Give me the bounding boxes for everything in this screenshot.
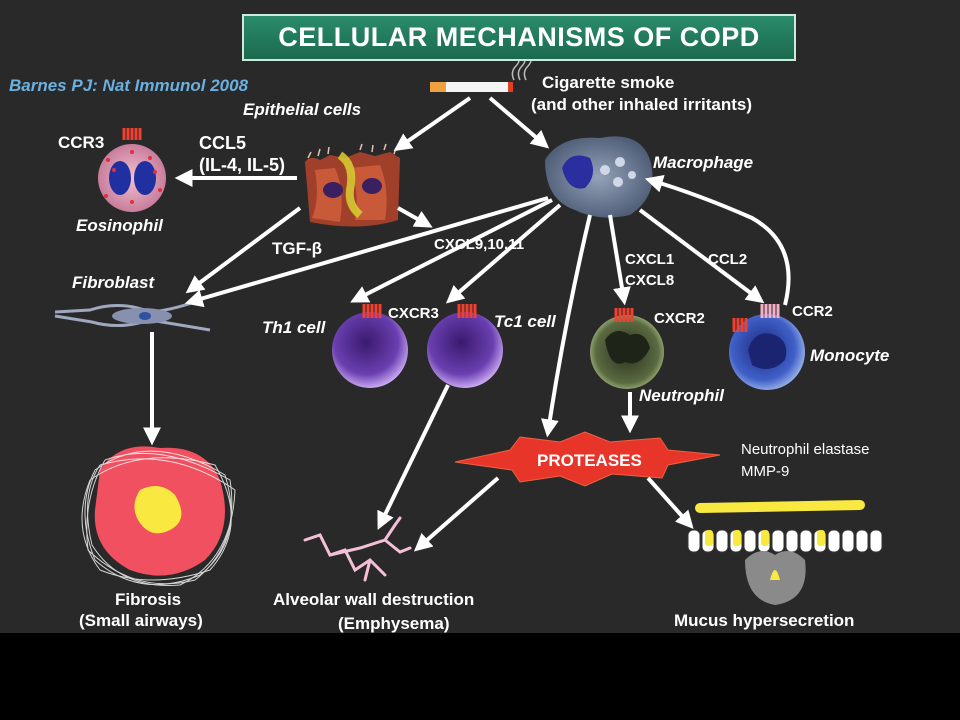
label-ccr2: CCR2 bbox=[792, 303, 833, 320]
alveolar-wall-icon bbox=[303, 516, 412, 582]
th1-cell-icon bbox=[332, 304, 408, 388]
label-mmp9: MMP-9 bbox=[741, 463, 790, 480]
label-ccr3: CCR3 bbox=[58, 133, 105, 152]
slide: CELLULAR MECHANISMS OF COPD Barnes PJ: N… bbox=[0, 0, 960, 633]
label-th1: Th1 cell bbox=[262, 318, 326, 337]
epithelial-cells-icon bbox=[305, 143, 400, 227]
label-ccl5: CCL5 bbox=[199, 133, 247, 153]
label-cxcl9: CXCL9,10,11 bbox=[434, 236, 525, 253]
fibrosis-icon bbox=[81, 446, 236, 586]
label-mucus: Mucus hypersecretion bbox=[674, 611, 855, 630]
label-epithelial: Epithelial cells bbox=[243, 100, 362, 119]
title-banner: CELLULAR MECHANISMS OF COPD bbox=[242, 14, 796, 61]
macrophage-icon bbox=[545, 136, 653, 218]
label-il: (IL-4, IL-5) bbox=[199, 155, 285, 175]
label-smoke-line1: Cigarette smoke bbox=[542, 73, 675, 92]
label-macrophage: Macrophage bbox=[653, 153, 754, 172]
label-smoke-line2: (and other inhaled irritants) bbox=[531, 95, 753, 114]
tc1-cell-icon bbox=[427, 304, 503, 388]
label-eosinophil: Eosinophil bbox=[76, 216, 163, 235]
label-cxcr3: CXCR3 bbox=[388, 305, 439, 322]
label-cxcl1: CXCL1 bbox=[625, 251, 675, 268]
label-neutrophil: Neutrophil bbox=[639, 386, 724, 405]
proteases-burst bbox=[454, 431, 721, 487]
label-elastase: Neutrophil elastase bbox=[741, 441, 870, 458]
label-small-airways: (Small airways) bbox=[79, 611, 203, 630]
eosinophil-icon bbox=[98, 128, 166, 212]
mucus-gland-icon bbox=[687, 500, 883, 605]
label-cxcr2: CXCR2 bbox=[654, 310, 705, 327]
label-cxcl8: CXCL8 bbox=[625, 272, 675, 289]
diagram-graphics bbox=[54, 51, 883, 605]
label-fibroblast: Fibroblast bbox=[72, 273, 155, 292]
label-fibrosis: Fibrosis bbox=[115, 590, 182, 609]
label-tgf: TGF-β bbox=[272, 239, 323, 258]
fibroblast-icon bbox=[54, 296, 211, 332]
label-alveolar: Alveolar wall destruction bbox=[273, 590, 475, 609]
label-tc1: Tc1 cell bbox=[494, 312, 556, 331]
page-title: CELLULAR MECHANISMS OF COPD bbox=[278, 22, 760, 52]
label-emphysema: (Emphysema) bbox=[338, 614, 450, 633]
neutrophil-icon bbox=[590, 308, 664, 389]
letterbox-band bbox=[0, 633, 960, 720]
citation: Barnes PJ: Nat Immunol 2008 bbox=[9, 76, 249, 95]
receptor-ccr3-icon bbox=[122, 128, 142, 140]
label-ccl2: CCL2 bbox=[708, 251, 748, 268]
monocyte-icon bbox=[729, 304, 805, 390]
arrows bbox=[143, 96, 791, 552]
label-proteases: PROTEASES bbox=[537, 451, 642, 470]
label-monocyte: Monocyte bbox=[810, 346, 890, 365]
